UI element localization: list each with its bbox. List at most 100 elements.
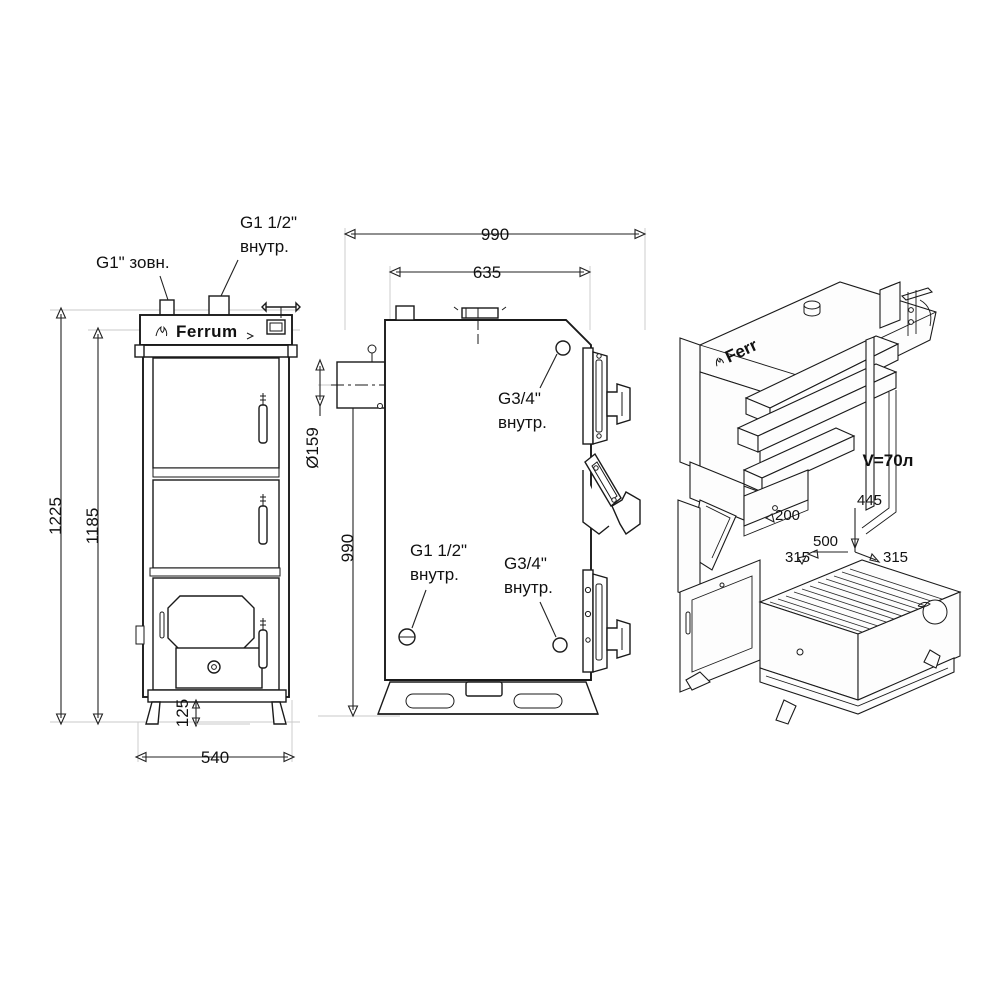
iso-top-cap-body xyxy=(803,305,821,317)
callout-g1half-low-line2: внутр. xyxy=(410,565,459,584)
side-top-hatch-tabs xyxy=(453,306,507,311)
top-rail-arrow-right xyxy=(295,301,301,313)
front-view-group: Ferrum xyxy=(46,213,301,767)
iso-flame-logo-icon xyxy=(715,357,725,367)
handle-middle xyxy=(258,505,268,545)
brand-arrow-icon xyxy=(246,332,255,340)
dim-990v-arrow-bottom xyxy=(347,705,359,718)
door-lower-bolt-low xyxy=(585,637,591,643)
iso-firebox-bolt xyxy=(796,648,804,656)
dim-500-text: 500 xyxy=(813,533,838,550)
callout-g34-top-line1: G3/4" xyxy=(498,389,541,408)
dim-315-left-text: 315 xyxy=(785,549,810,566)
dim-125-text: 125 xyxy=(173,699,192,727)
stand-center-tab xyxy=(465,681,503,697)
side-top-nozzle xyxy=(395,305,415,321)
dim-445-arrow xyxy=(850,538,860,550)
iso-top-cap xyxy=(803,300,821,310)
callout-g1half-low-line1: G1 1/2" xyxy=(410,541,467,560)
dim-1185-arrow-top xyxy=(92,326,104,339)
door-lower-edge xyxy=(582,569,594,673)
iso-base-rail-line xyxy=(765,667,949,707)
iso-lower-left-inner xyxy=(691,575,753,673)
dim-540-arrow-left xyxy=(134,751,147,763)
dim-200-arrow xyxy=(764,513,775,524)
control-window-inner xyxy=(269,322,283,332)
nozzle-g1-outer xyxy=(159,299,175,317)
dim-1185-arrow-bottom xyxy=(92,713,104,726)
handle-side-upper xyxy=(606,383,631,425)
callout-g1half-low-leader xyxy=(411,589,427,629)
callout-g1half-label-line1: G1 1/2" xyxy=(240,213,297,232)
dim-990h-arrow-left xyxy=(343,228,356,240)
stand-slot-left xyxy=(405,693,455,709)
port-g34-low xyxy=(552,637,568,653)
door-upper-bolt-top xyxy=(596,353,602,359)
door-upper-edge xyxy=(582,347,594,445)
handle-side-lower xyxy=(606,619,631,659)
dim-990h-arrow-right xyxy=(634,228,647,240)
door-upper xyxy=(152,357,280,469)
door-upper-sill xyxy=(152,467,280,478)
iso-base-rail xyxy=(759,657,955,715)
door-lower-bolt-top xyxy=(584,586,592,594)
dim-445-text: 445 xyxy=(857,492,882,509)
ash-drawer-knob-center xyxy=(211,664,217,670)
iso-side-port xyxy=(922,599,948,625)
dim-635-arrow-right xyxy=(579,266,592,278)
door-assembly-upper xyxy=(582,347,631,445)
handle-side-middle xyxy=(611,491,641,536)
iso-left-face xyxy=(679,337,701,471)
iso-flue-pipe-top xyxy=(879,281,901,291)
dim-540-arrow-right xyxy=(283,751,296,763)
iso-rail-body xyxy=(865,336,875,511)
door-upper-seal xyxy=(595,359,603,433)
iso-flue-bolt-1 xyxy=(908,307,914,313)
iso-plate-3-side xyxy=(761,435,855,493)
front-brand-label: Ferrum xyxy=(176,322,238,341)
iso-flue-bolt-2 xyxy=(908,319,914,325)
dim-990v-text: 990 xyxy=(338,534,357,562)
bracket-right xyxy=(287,344,298,358)
callout-g34-top-leader xyxy=(539,353,558,389)
ash-plate-octagon xyxy=(167,595,255,651)
callout-g34-low-line1: G3/4" xyxy=(504,554,547,573)
door-assembly-lower xyxy=(582,569,631,673)
dim-315-right-arrow xyxy=(869,552,881,563)
iso-grate-bars xyxy=(769,568,949,635)
iso-volume-label: V=70л xyxy=(863,451,914,470)
stand-slot-right xyxy=(513,693,563,709)
front-base-plate xyxy=(147,689,287,703)
ash-drawer-knob xyxy=(207,660,221,674)
dim-125-arrow-top xyxy=(191,698,201,709)
iso-left-latch xyxy=(685,611,691,635)
dim-315-right-text: 315 xyxy=(883,549,908,566)
dim-159-text: Ø159 xyxy=(303,427,322,469)
dim-635-text: 635 xyxy=(473,263,501,282)
side-top-hatch xyxy=(461,307,499,319)
iso-hopper-fold xyxy=(705,505,731,559)
iso-foot-right xyxy=(923,649,941,669)
iso-shelf-bolt xyxy=(772,505,778,511)
callout-g1-outer-label: G1" зовн. xyxy=(96,253,170,272)
flame-logo-icon xyxy=(155,325,168,337)
door-middle-frame xyxy=(582,470,610,535)
iso-shelf-edge xyxy=(743,500,809,537)
dim-125-arrow-bottom xyxy=(191,717,201,728)
flue-box-bolt xyxy=(377,403,383,409)
dim-540-text: 540 xyxy=(201,748,229,767)
callout-g1half-leader xyxy=(220,259,239,297)
dim-315-right-line xyxy=(854,551,877,561)
top-rail-arrow-left xyxy=(261,301,267,313)
bracket-left xyxy=(134,344,145,358)
iso-side-port-tab xyxy=(917,601,931,608)
handle-lower xyxy=(258,629,268,669)
iso-foot-center xyxy=(775,699,797,725)
door-middle-bolt-2 xyxy=(611,497,617,503)
iso-flue-bracket xyxy=(900,287,934,301)
callout-g34-low-line2: внутр. xyxy=(504,578,553,597)
dim-315-left-arrow xyxy=(797,555,808,566)
dim-159-arrow-top xyxy=(315,358,325,371)
door-middle-sill xyxy=(149,567,281,577)
